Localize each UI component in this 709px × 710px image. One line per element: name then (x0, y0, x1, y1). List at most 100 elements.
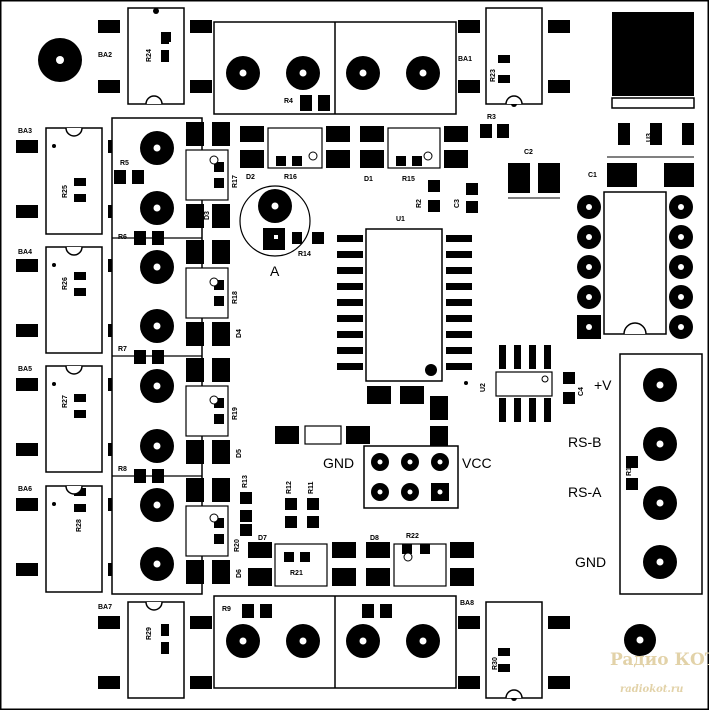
label-r26: R26 (62, 277, 69, 290)
capacitor-c1 (607, 156, 694, 187)
label-r7: R7 (118, 346, 127, 353)
label-r15: R15 (402, 176, 415, 183)
label-gnd-left: GND (323, 455, 355, 471)
pad-r16-right (326, 126, 350, 168)
isp-header (363, 445, 459, 509)
label-u1: U1 (396, 216, 405, 223)
diode-d5 (185, 358, 230, 464)
resistor-r20 (240, 524, 252, 536)
terminal-block-bottom (213, 595, 457, 689)
capacitor-c2 (508, 163, 560, 199)
resistor-r7 (134, 350, 164, 364)
label-ba1: BA1 (458, 56, 473, 63)
label-d3: D3 (204, 211, 211, 220)
diode-d7 (248, 542, 272, 586)
resistor-r9 (242, 604, 272, 618)
relay-ba5 (16, 365, 130, 473)
capacitor-vcc-vertical (430, 396, 448, 450)
label-r18: R18 (232, 291, 239, 304)
label-c2: C2 (524, 149, 533, 156)
diode-d2 (240, 126, 264, 168)
pad-r15-right (444, 126, 468, 168)
resistor-r11 (307, 498, 319, 528)
ic-u2 (495, 345, 553, 422)
label-rs-b: RS-B (568, 434, 602, 450)
label-r23: R23 (490, 69, 497, 82)
label-d5: D5 (236, 449, 243, 458)
label-c4: C4 (578, 387, 585, 396)
label-ba5: BA5 (18, 366, 33, 373)
label-r14: R14 (298, 251, 311, 258)
label-d7: D7 (258, 535, 267, 542)
label-r29: R29 (146, 627, 153, 640)
resistor-r2 (428, 180, 440, 212)
pad-r21-right (332, 542, 356, 586)
label-r8: R8 (118, 466, 127, 473)
resistor-r21 (274, 543, 328, 587)
resistor-r13 (240, 492, 252, 522)
ic-u1 (337, 228, 472, 382)
label-r6: R6 (118, 234, 127, 241)
label-r11: R11 (308, 481, 315, 494)
relay-ba1 (458, 7, 570, 107)
label-r22: R22 (406, 533, 419, 540)
label-r19: R19 (232, 407, 239, 420)
resistor-r22 (393, 543, 447, 587)
label-r5: R5 (120, 160, 129, 167)
label-r20: R20 (234, 539, 241, 552)
label-gnd-right: GND (575, 554, 607, 570)
pad-r22-right (450, 542, 474, 586)
resistor-r15 (387, 127, 441, 169)
label-ba7: BA7 (98, 604, 113, 611)
label-test-point-a: A (270, 263, 280, 279)
resistor-r24 (163, 32, 171, 42)
label-r4: R4 (284, 98, 293, 105)
label-d2: D2 (246, 174, 255, 181)
label-r21: R21 (290, 570, 303, 577)
label-ba4: BA4 (18, 249, 33, 256)
mounting-hole-bottom-right (624, 624, 656, 656)
label-plus-v: +V (594, 377, 612, 393)
label-ba6: BA6 (18, 486, 33, 493)
label-r3: R3 (487, 114, 496, 121)
label-c1: C1 (588, 172, 597, 179)
label-d6: D6 (236, 569, 243, 578)
label-r2: R2 (416, 199, 423, 208)
diode-d1 (360, 126, 384, 168)
test-point-a (239, 185, 311, 257)
watermark-title: Paдио КОТ (610, 650, 709, 670)
relay-ba8 (458, 601, 570, 701)
terminal-block-right (619, 353, 703, 595)
resistor-r4 (300, 95, 330, 111)
u3-package (611, 12, 695, 145)
label-ba8: BA8 (460, 600, 475, 607)
label-d4: D4 (236, 329, 243, 338)
capacitor-c4 (563, 372, 575, 404)
label-r13: R13 (242, 475, 249, 488)
label-rs-a: RS-A (568, 484, 602, 500)
label-ba2: BA2 (98, 52, 113, 59)
label-u3: U3 (646, 133, 653, 142)
label-r12: R12 (286, 481, 293, 494)
resistor-r8 (134, 469, 164, 483)
resistor-r10 (362, 604, 392, 618)
capacitor-below-u1 (367, 386, 424, 404)
label-r28: R28 (76, 519, 83, 532)
capacitor-c3 (466, 183, 478, 213)
label-d1: D1 (364, 176, 373, 183)
label-r17: R17 (232, 175, 239, 188)
diode-d6 (185, 478, 230, 584)
label-r1: R1 (626, 467, 633, 476)
resistor-r16 (267, 127, 323, 169)
relay-ba7 (98, 601, 212, 699)
dip-socket-right (577, 191, 693, 339)
resistor-r14 (292, 232, 324, 244)
diode-d3 (185, 122, 230, 228)
label-r27: R27 (62, 395, 69, 408)
label-r9: R9 (222, 606, 231, 613)
label-u2: U2 (480, 383, 487, 392)
resistor-r12 (285, 498, 297, 528)
label-c3: C3 (454, 199, 461, 208)
diode-d8 (366, 542, 390, 586)
